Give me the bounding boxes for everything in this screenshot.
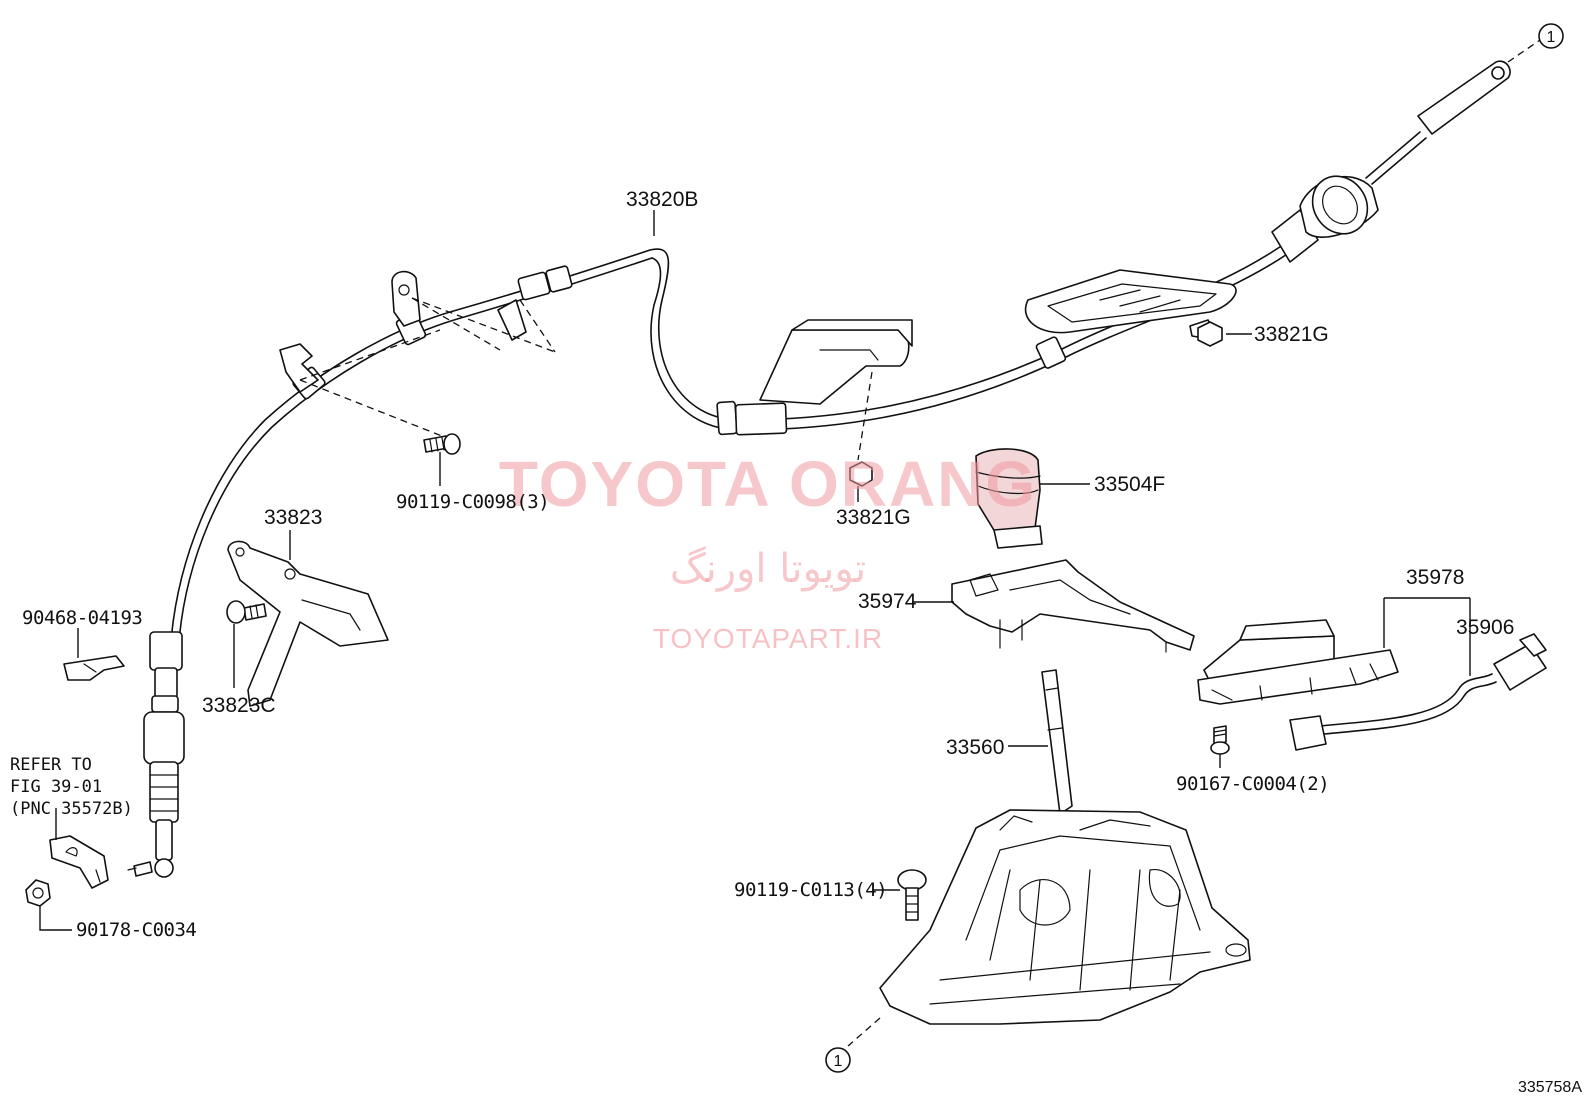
nut-33821g-top [1197, 321, 1223, 347]
figure-code: 335758A [1518, 1079, 1582, 1096]
label-33821g-top: 33821G [1254, 323, 1329, 346]
bolt-90119-c0113 [897, 869, 927, 921]
note-line-3: (PNC 35572B) [10, 799, 133, 819]
label-33821g-mid: 33821G [836, 506, 911, 529]
label-90119-c0113: 90119-C0113(4) [734, 879, 887, 901]
note-line-1: REFER TO [10, 755, 92, 775]
label-33504f: 33504F [1094, 473, 1165, 496]
watermark-title: TOYOTA ORANG [499, 448, 1037, 520]
label-90119-c0098: 90119-C0098(3) [396, 491, 549, 513]
cable-support-bracket [759, 319, 913, 461]
clip-90468-04193 [63, 655, 125, 681]
watermark: TOYOTA ORANG تويوتا اورنگ TOYOTAPART.IR [499, 448, 1037, 654]
label-35974: 35974 [858, 590, 917, 613]
svg-text:1: 1 [1547, 29, 1556, 46]
bracket-33823 [227, 540, 389, 707]
screw-90167-c0004 [1210, 725, 1230, 755]
label-33823: 33823 [264, 506, 322, 529]
shift-cable-33820b [127, 60, 1511, 878]
label-33560: 33560 [946, 736, 1004, 759]
ref-marker-bottom: 1 [825, 1047, 851, 1073]
switch-module-35978 [1197, 619, 1399, 705]
watermark-url: TOYOTAPART.IR [653, 623, 883, 654]
wire-harness-35906 [1289, 633, 1547, 751]
ref-marker-top: 1 [1538, 23, 1564, 49]
label-35906: 35906 [1456, 616, 1514, 639]
svg-text:1: 1 [834, 1053, 843, 1070]
label-35978: 35978 [1406, 566, 1464, 589]
bolt-33823c [226, 600, 267, 624]
reference-note: REFER TO FIG 39-01 (PNC 35572B) [10, 755, 133, 819]
bolt-90119-c0098 [423, 433, 461, 455]
label-90167-c0004: 90167-C0004(2) [1176, 773, 1329, 795]
cable-clip-brackets [279, 270, 556, 441]
indicator-housing-35974 [951, 559, 1195, 653]
nut-90178-c0034 [25, 879, 51, 907]
label-90468-04193: 90468-04193 [22, 607, 142, 629]
shift-lever-assembly-33560 [879, 669, 1251, 1025]
label-33823c: 33823C [202, 694, 276, 717]
note-line-2: FIG 39-01 [10, 777, 102, 797]
label-90178-c0034: 90178-C0034 [76, 919, 196, 941]
grommet-35572b [49, 835, 109, 889]
leader-lines [39, 39, 1541, 1047]
nut-33821g-mid [849, 461, 873, 487]
shift-knob-33504f [975, 448, 1043, 549]
label-33820b: 33820B [626, 188, 698, 211]
watermark-persian: تويوتا اورنگ [670, 546, 866, 592]
